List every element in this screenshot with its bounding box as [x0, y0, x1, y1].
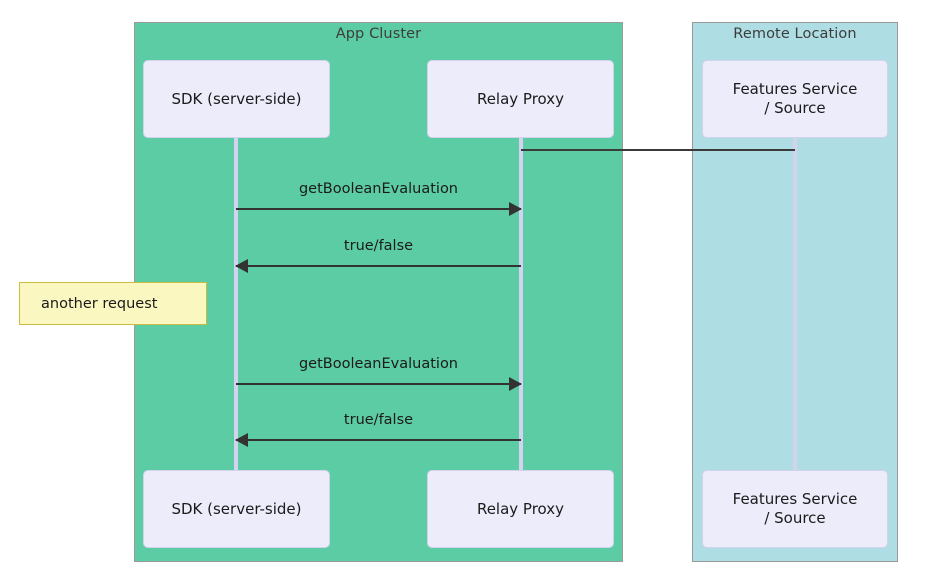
message-4-true-false: true/false — [235, 412, 521, 450]
participant-relay-bottom-label: Relay Proxy — [476, 499, 565, 518]
message-2-line — [236, 265, 521, 267]
arrow-head-right-icon — [509, 202, 522, 216]
message-1-get-boolean-evaluation: getBooleanEvaluation — [236, 181, 522, 219]
participant-sdk-top-label: SDK (server-side) — [171, 89, 302, 108]
relay-features-link — [521, 149, 795, 151]
lifeline-features — [793, 137, 797, 471]
participant-features-bottom[interactable]: Features Service / Source — [702, 470, 888, 548]
note-another-request: another request — [19, 282, 207, 325]
arrow-head-right-icon — [509, 377, 522, 391]
participant-features-bottom-label: Features Service / Source — [733, 490, 858, 528]
message-1-label: getBooleanEvaluation — [298, 181, 459, 197]
participant-features-top[interactable]: Features Service / Source — [702, 60, 888, 138]
message-2-true-false: true/false — [235, 238, 521, 276]
participant-features-bottom-label-line1: Features Service — [732, 490, 858, 509]
participant-relay-bottom[interactable]: Relay Proxy — [427, 470, 614, 548]
group-remote-location-label: Remote Location — [733, 26, 857, 42]
lifeline-sdk — [234, 137, 238, 471]
participant-relay-top[interactable]: Relay Proxy — [427, 60, 614, 138]
participant-sdk-top[interactable]: SDK (server-side) — [143, 60, 330, 138]
lifeline-relay — [519, 137, 523, 471]
arrow-head-left-icon — [235, 259, 248, 273]
participant-features-bottom-label-line2: / Source — [764, 509, 826, 527]
group-app-cluster-label: App Cluster — [335, 26, 422, 42]
participant-relay-top-label: Relay Proxy — [476, 89, 565, 108]
message-2-label: true/false — [343, 238, 414, 254]
participant-sdk-bottom[interactable]: SDK (server-side) — [143, 470, 330, 548]
participant-features-top-label-line1: Features Service — [732, 80, 858, 99]
message-3-label: getBooleanEvaluation — [298, 356, 459, 372]
participant-sdk-bottom-label: SDK (server-side) — [171, 499, 302, 518]
message-1-line — [236, 208, 521, 210]
message-4-label: true/false — [343, 412, 414, 428]
arrow-head-left-icon — [235, 433, 248, 447]
message-4-line — [236, 439, 521, 441]
message-3-get-boolean-evaluation: getBooleanEvaluation — [236, 356, 522, 394]
participant-features-top-label-line2: / Source — [764, 99, 826, 117]
note-another-request-label: another request — [41, 295, 158, 312]
message-3-line — [236, 383, 521, 385]
participant-features-top-label: Features Service / Source — [733, 80, 858, 118]
